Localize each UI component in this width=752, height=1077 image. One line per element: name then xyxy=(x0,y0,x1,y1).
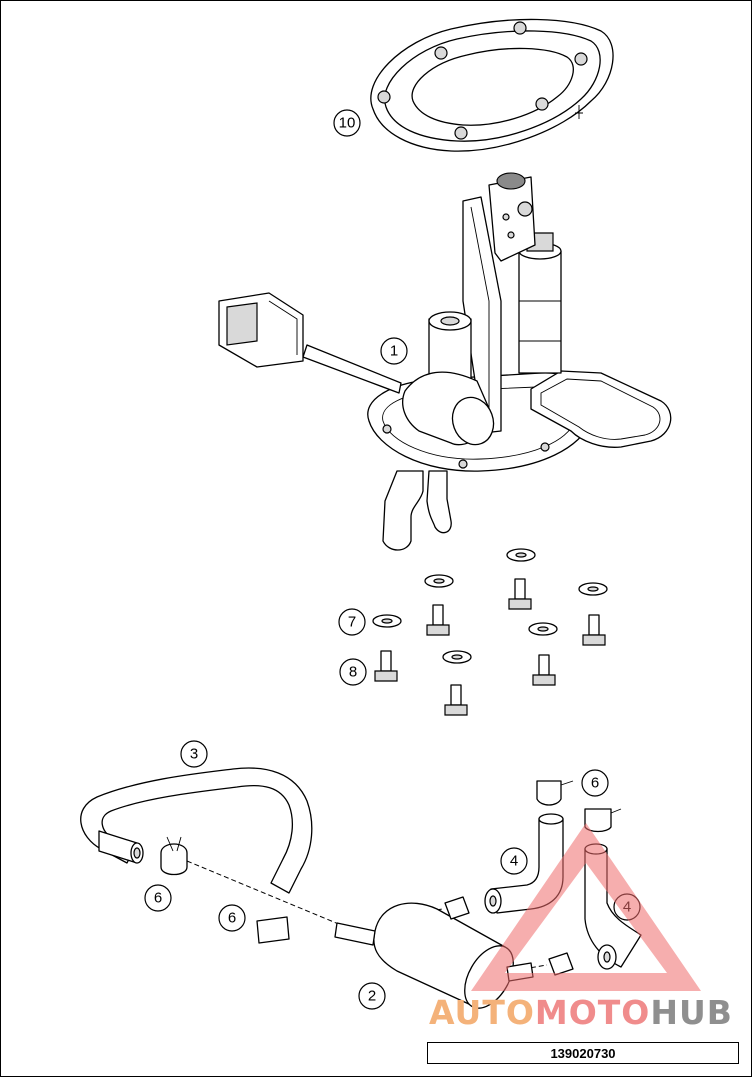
callout-6: 6 xyxy=(144,884,172,912)
hose-clamps xyxy=(160,780,622,944)
watermark-logo: AUTOMOTOHUB xyxy=(429,993,733,1032)
watermark-hub: HUB xyxy=(650,993,733,1032)
svg-text:3: 3 xyxy=(190,746,198,763)
watermark-moto: MOTO xyxy=(534,993,651,1032)
gasket-ring xyxy=(370,18,614,152)
assembly-line xyxy=(186,860,342,926)
svg-text:8: 8 xyxy=(349,664,357,681)
formed-hose xyxy=(80,767,313,894)
svg-text:6: 6 xyxy=(154,890,162,907)
fuel-pump-assembly xyxy=(218,172,672,551)
svg-text:7: 7 xyxy=(348,614,356,631)
washers-and-bolts xyxy=(372,548,608,716)
svg-text:6: 6 xyxy=(591,775,599,792)
svg-text:1: 1 xyxy=(390,343,398,360)
callout-7: 7 xyxy=(338,608,366,636)
svg-text:10: 10 xyxy=(339,115,356,132)
watermark-triangle xyxy=(471,823,701,991)
callout-4: 4 xyxy=(500,847,528,875)
watermark-auto: AUTO xyxy=(429,993,535,1032)
callout-10: 10 xyxy=(333,109,361,137)
callout-1: 1 xyxy=(380,337,408,365)
callout-6: 6 xyxy=(218,904,246,932)
callout-6: 6 xyxy=(581,769,609,797)
svg-text:4: 4 xyxy=(510,853,518,870)
diagram-code: 139020730 xyxy=(427,1042,739,1064)
svg-text:2: 2 xyxy=(368,988,376,1005)
callout-2: 2 xyxy=(358,982,386,1010)
callout-8: 8 xyxy=(339,658,367,686)
svg-text:6: 6 xyxy=(228,910,236,927)
callout-3: 3 xyxy=(180,740,208,768)
